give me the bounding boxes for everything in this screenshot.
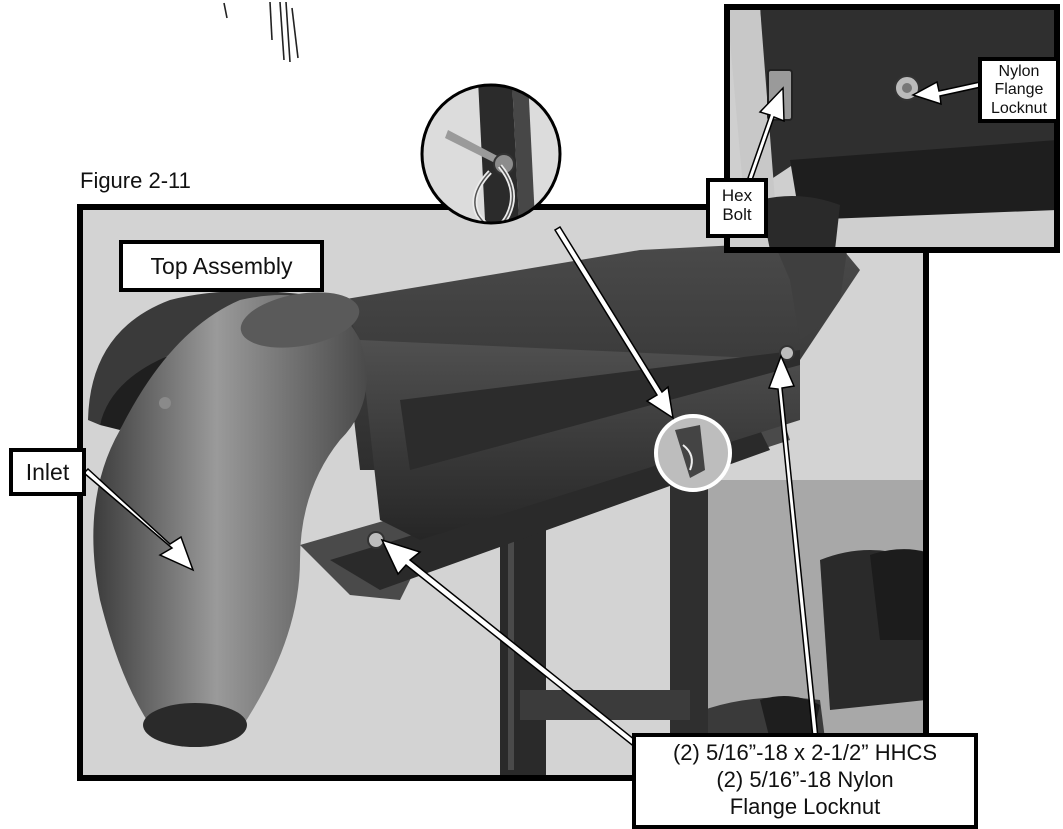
pin-detail-circle — [654, 414, 732, 492]
nylon-flange-locknut-label: Nylon Flange Locknut — [978, 57, 1060, 123]
inlet-label: Inlet — [9, 448, 86, 496]
nylon-line-3: Locknut — [990, 99, 1048, 117]
callout-arrows — [82, 80, 982, 766]
main-photo — [80, 207, 926, 778]
inset-photo — [724, 4, 1060, 253]
nylon-line-1: Nylon — [998, 63, 1040, 80]
hex-bolt-line-1: Hex — [721, 186, 753, 205]
nylon-line-2: Flange — [994, 81, 1044, 99]
hardware-line-2: (2) 5/16”-18 Nylon — [716, 766, 894, 792]
hardware-line-3: Flange Locknut — [729, 793, 881, 819]
hardware-line-1: (2) 5/16”-18 x 2-1/2” HHCS — [672, 740, 938, 765]
stray-marks — [223, 1, 299, 63]
hex-bolt-label: Hex Bolt — [706, 178, 768, 238]
top-assembly-label: Top Assembly — [119, 240, 324, 292]
figure-label: Figure 2-11 — [80, 168, 191, 193]
magnified-pin-view — [420, 83, 562, 225]
hardware-label: (2) 5/16”-18 x 2-1/2” HHCS (2) 5/16”-18 … — [632, 733, 978, 829]
hex-bolt-line-2: Bolt — [722, 205, 752, 225]
